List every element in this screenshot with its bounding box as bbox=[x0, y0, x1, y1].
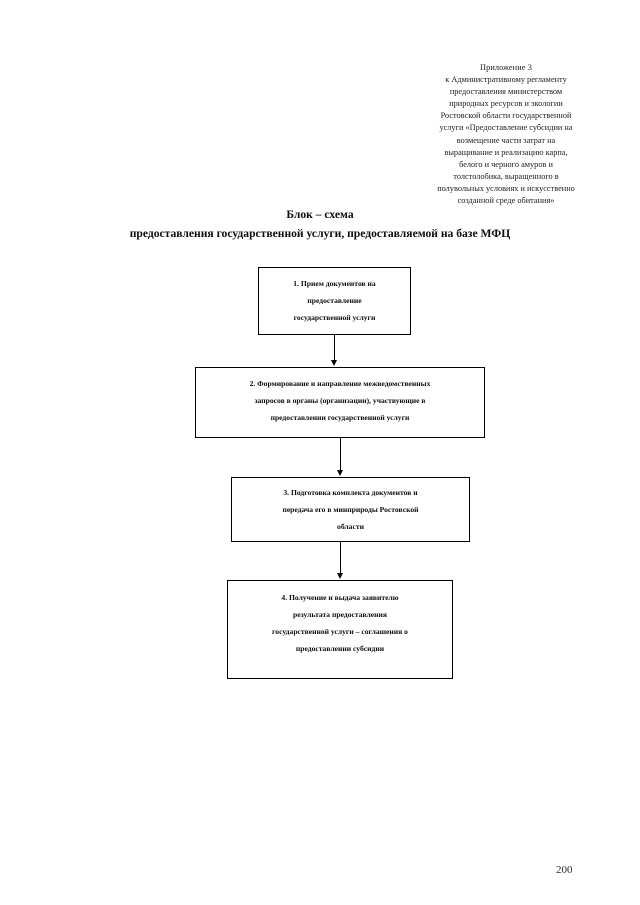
flowchart-node-2: 2. Формирование и направление межведомст… bbox=[195, 367, 485, 438]
appendix-line-8: выращивание и реализацию карпа, bbox=[444, 147, 568, 157]
node-1-line-1: 1. Прием документов на bbox=[293, 279, 376, 288]
node-4-line-4: предоставлении субсидии bbox=[295, 644, 385, 653]
appendix-line-4: природных ресурсов и экологии bbox=[449, 99, 563, 109]
flowchart-node-1: 1. Прием документов на предоставление го… bbox=[258, 267, 411, 335]
flowchart-node-3: 3. Подготовка комплекта документов и пер… bbox=[231, 477, 470, 542]
appendix-line-1: Приложение 3 bbox=[480, 63, 532, 72]
node-4-line-1: 4. Получение и выдача заявителю bbox=[281, 593, 399, 602]
page-title-line-2: предоставления государственной услуги, п… bbox=[129, 227, 511, 240]
appendix-line-2: к Административному регламенту bbox=[445, 75, 567, 85]
node-2-line-2: запросов в органы (организации), участву… bbox=[254, 396, 426, 405]
node-4-line-2: результата предоставления bbox=[292, 610, 387, 619]
appendix-line-3: предоставления министерством bbox=[449, 87, 563, 97]
page-title-line-1: Блок – схема bbox=[286, 208, 354, 221]
node-3-line-3: области bbox=[337, 522, 364, 531]
node-4-line-3: государственной услуги – соглашения о bbox=[272, 627, 408, 636]
node-2-line-1: 2. Формирование и направление межведомст… bbox=[249, 379, 431, 388]
node-2-line-3: предоставлении государственной услуги bbox=[270, 413, 410, 422]
flowchart-node-4: 4. Получение и выдача заявителю результа… bbox=[227, 580, 453, 679]
appendix-reference-header: Приложение 3 к Административному регламе… bbox=[388, 62, 624, 207]
appendix-line-10: толстолобика, выращенного в bbox=[453, 171, 559, 181]
arrow-head-icon bbox=[336, 470, 343, 476]
arrow-stem bbox=[340, 438, 342, 471]
node-3-line-1: 3. Подготовка комплекта документов и bbox=[283, 488, 418, 497]
arrow-head-icon bbox=[336, 573, 343, 579]
arrow-head-icon bbox=[330, 360, 337, 366]
arrow-stem bbox=[340, 542, 342, 574]
appendix-line-11: полувольных условиях и искусственно bbox=[437, 183, 575, 193]
arrow-stem bbox=[334, 335, 336, 361]
node-1-line-3: государственной услуги bbox=[293, 313, 376, 322]
page-number: 200 bbox=[556, 864, 573, 876]
appendix-line-6: услуги «Предоставление субсидии на bbox=[439, 123, 573, 133]
appendix-line-9: белого и черного амуров и bbox=[459, 159, 553, 169]
appendix-line-12: созданной среде обитания» bbox=[457, 196, 555, 206]
node-1-line-2: предоставление bbox=[307, 296, 362, 305]
appendix-line-5: Ростовской области государственной bbox=[440, 111, 572, 121]
node-3-line-2: передача его в минприроды Ростовской bbox=[282, 505, 419, 514]
page-title: Блок – схема предоставления государствен… bbox=[0, 205, 640, 243]
appendix-line-7: возмещение части затрат на bbox=[456, 135, 556, 145]
